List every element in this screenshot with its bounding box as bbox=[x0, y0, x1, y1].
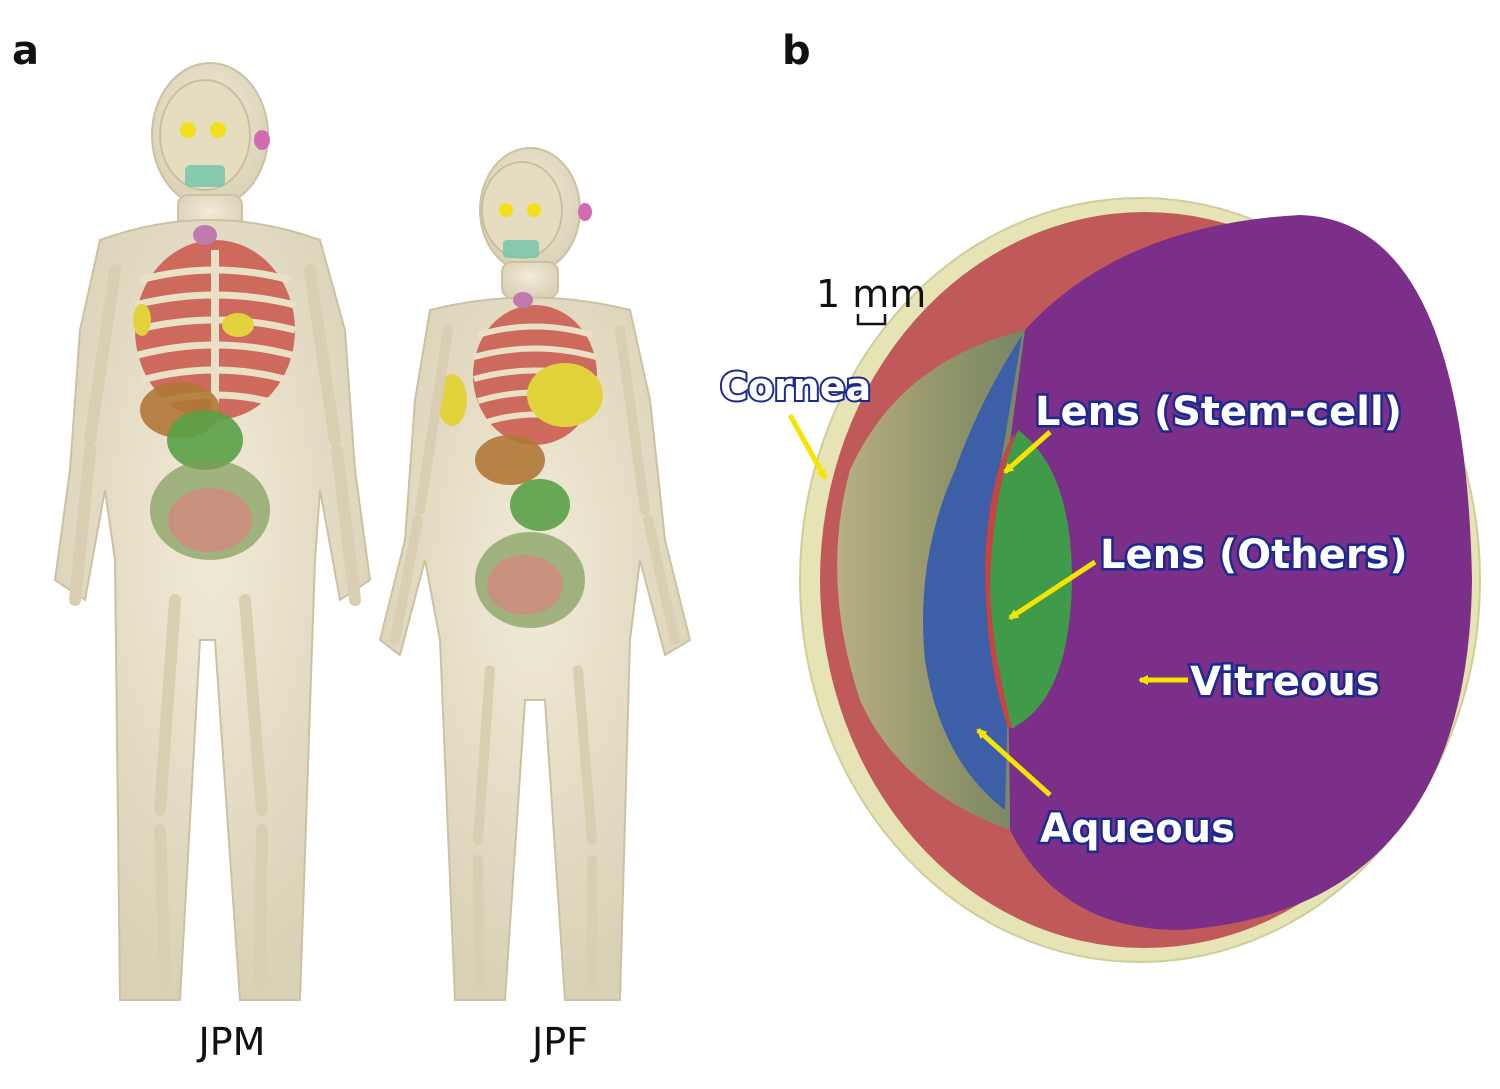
panel-a-letter: a bbox=[12, 28, 39, 74]
phantom-jpm bbox=[53, 62, 372, 1001]
jpf-organs bbox=[437, 363, 603, 628]
scale-bar: 1 mm bbox=[816, 272, 926, 326]
label-vitreous: Vitreous bbox=[1190, 659, 1380, 705]
jpf-limb-bones bbox=[390, 325, 680, 990]
label-lens-stem-cell: Lens (Stem-cell) bbox=[1035, 389, 1402, 435]
aqueous-chamber bbox=[923, 335, 1022, 810]
label-aqueous: Aqueous bbox=[1040, 806, 1235, 852]
label-cornea: Cornea bbox=[720, 365, 871, 409]
phantom-jpf bbox=[378, 147, 692, 1001]
arrow-lens-others bbox=[1008, 559, 1097, 621]
jpm-organs bbox=[133, 304, 270, 560]
phantom-label-jpf: JPF bbox=[532, 1020, 588, 1064]
jpf-skull bbox=[481, 161, 592, 308]
panel-b-letter: b bbox=[782, 28, 811, 74]
arrow-aqueous bbox=[976, 728, 1052, 797]
arrow-cornea bbox=[787, 413, 828, 480]
eye-model bbox=[799, 197, 1481, 963]
scale-bar-label: 1 mm bbox=[816, 272, 926, 316]
lens-others bbox=[990, 430, 1072, 728]
vitreous-body bbox=[998, 215, 1472, 930]
eye-arrows bbox=[787, 413, 1188, 797]
arrow-lens-stem bbox=[1003, 430, 1052, 474]
phantom-label-jpm: JPM bbox=[198, 1020, 266, 1064]
jpm-limb-bones bbox=[69, 264, 361, 986]
jpm-skull bbox=[159, 79, 270, 245]
jpm-ribcage bbox=[134, 240, 296, 430]
label-lens-others: Lens (Others) bbox=[1100, 532, 1408, 578]
